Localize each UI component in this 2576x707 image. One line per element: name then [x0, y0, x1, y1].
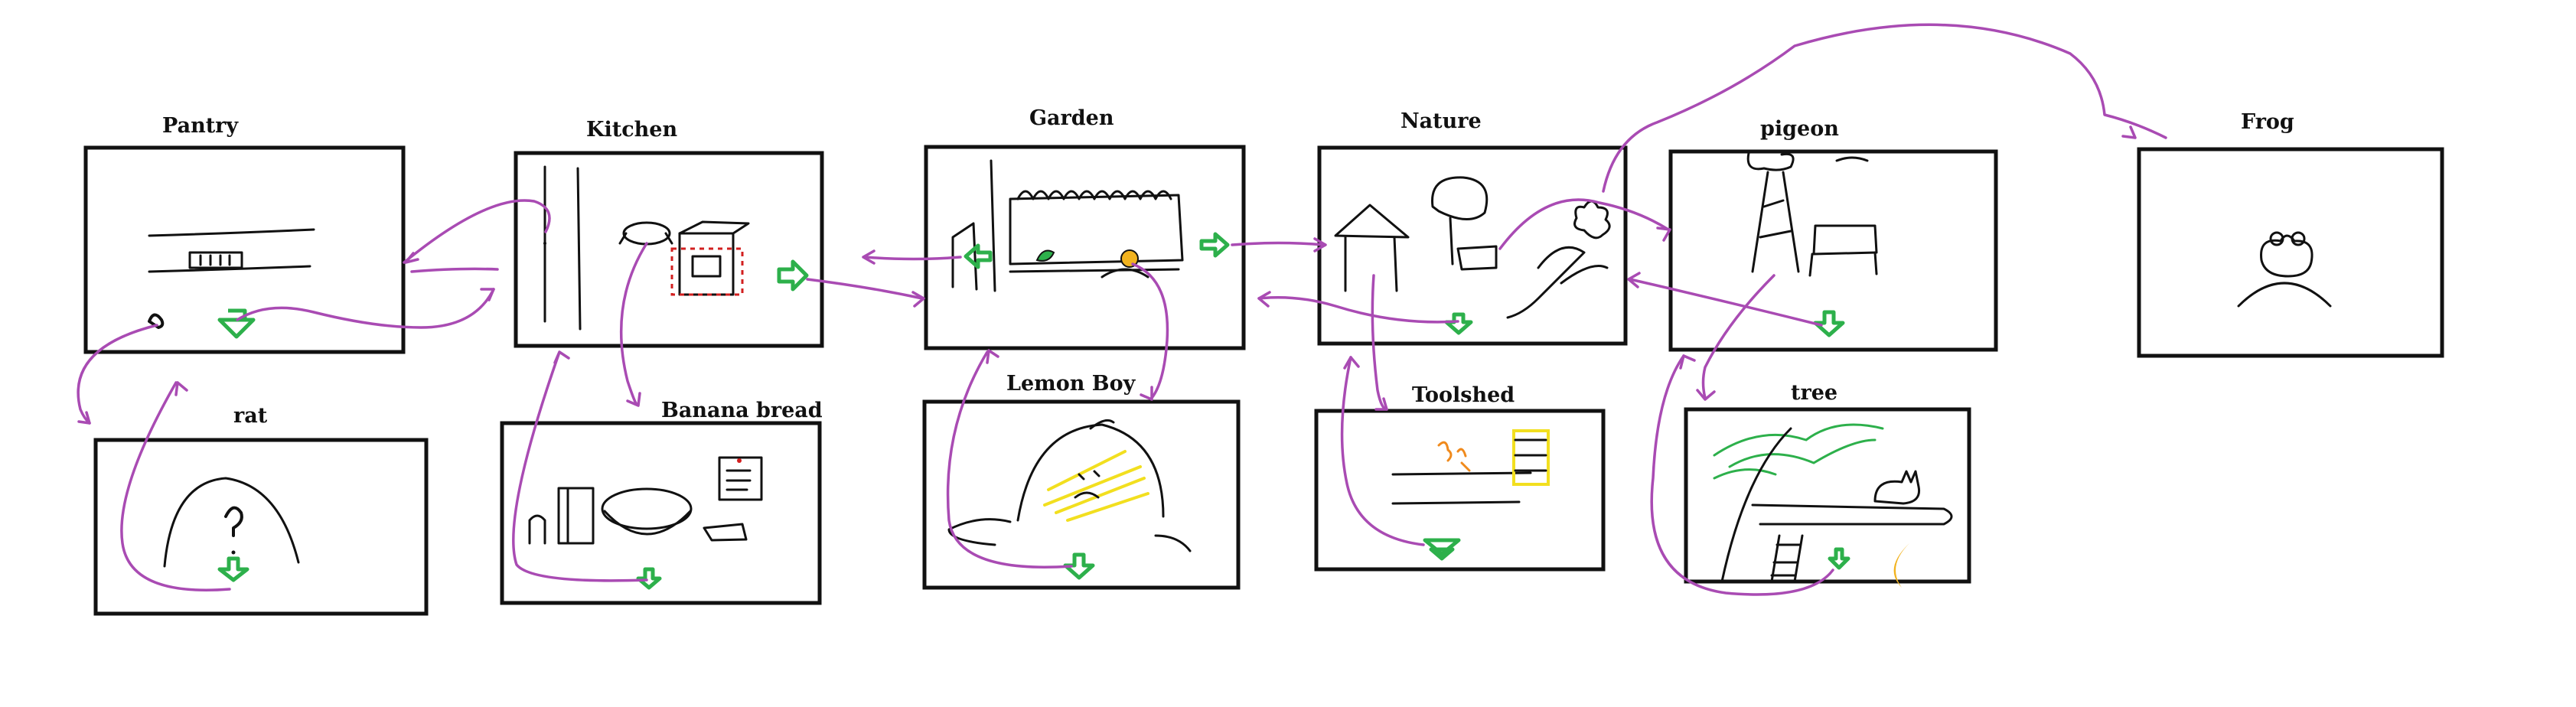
link-garden-kitchen — [863, 256, 962, 261]
link-banana-kitchen — [512, 353, 648, 582]
tree-frame — [1684, 407, 1971, 584]
lemon-boy-sketch — [947, 419, 1192, 552]
side-exit-arrows — [777, 232, 1230, 292]
kitchen-exit-right-arrow-icon[interactable] — [777, 259, 809, 292]
link-pigeon-nature — [1629, 278, 1823, 327]
link-rat-pantry — [120, 381, 231, 591]
pantry-title: Pantry — [162, 114, 239, 138]
tiny-rat-icon — [148, 313, 165, 329]
tree-exit-arrow-icon[interactable] — [1828, 547, 1850, 570]
scene-links — [77, 23, 2167, 596]
toolshed-sketch — [1391, 429, 1550, 505]
tree-sketch — [1713, 423, 1953, 588]
garden-exit-left-arrow-icon[interactable] — [964, 243, 993, 269]
tree-title: tree — [1791, 381, 1837, 405]
link-pantry-rat — [77, 324, 158, 425]
toolshed-frame — [1314, 409, 1606, 572]
rat-sketch — [163, 477, 300, 568]
link-kitchen-garden — [806, 278, 924, 300]
rat-title: rat — [233, 404, 268, 428]
link-kitchen-banana — [619, 242, 648, 406]
nature-sketch — [1334, 176, 1611, 319]
banana-bread-sketch — [528, 456, 763, 545]
rat-exit-arrow-icon[interactable] — [217, 556, 249, 582]
kitchen-title: Kitchen — [586, 118, 677, 142]
link-nature-toolshed — [1371, 274, 1388, 411]
garden-sketch — [951, 159, 1184, 292]
link-nature-frog — [1602, 23, 2167, 193]
toolshed-exit-arrow-icon[interactable] — [1423, 538, 1461, 561]
pigeon-sketch — [1746, 152, 1878, 277]
frog-frame — [2137, 147, 2444, 358]
banana-bread-title: Banana bread — [661, 399, 823, 422]
lemon-boy-title: Lemon Boy — [1006, 372, 1136, 396]
link-tree-pigeon — [1650, 354, 1834, 596]
link-pigeon-tree — [1701, 274, 1775, 399]
link-pantry-kitchen — [403, 199, 551, 264]
garden-exit-right-arrow-icon[interactable] — [1199, 232, 1230, 258]
banana-bread-exit-arrow-icon[interactable] — [636, 567, 662, 590]
link-lemon-garden — [946, 350, 1073, 569]
pantry-sketch — [148, 228, 315, 329]
kitchen-frame — [514, 151, 824, 348]
link-nature-garden — [1257, 296, 1459, 324]
question-mark-icon — [224, 506, 243, 537]
toolshed-title: Toolshed — [1412, 383, 1515, 407]
banana-bread-frame — [500, 421, 822, 605]
link-nature-pigeon — [1498, 198, 1670, 250]
pigeon-title: pigeon — [1760, 117, 1839, 141]
rat-frame — [93, 438, 429, 616]
link-kitchen-pantry — [410, 267, 499, 273]
link-garden-nature — [1231, 241, 1325, 246]
link-garden-lemon — [1131, 262, 1169, 399]
frog-sketch — [2237, 231, 2332, 308]
link-pantry-exit-kitchen — [236, 288, 495, 329]
nature-title: Nature — [1400, 109, 1482, 133]
frog-title: Frog — [2241, 110, 2294, 134]
garden-title: Garden — [1029, 106, 1114, 130]
link-toolshed-nature — [1340, 356, 1425, 546]
